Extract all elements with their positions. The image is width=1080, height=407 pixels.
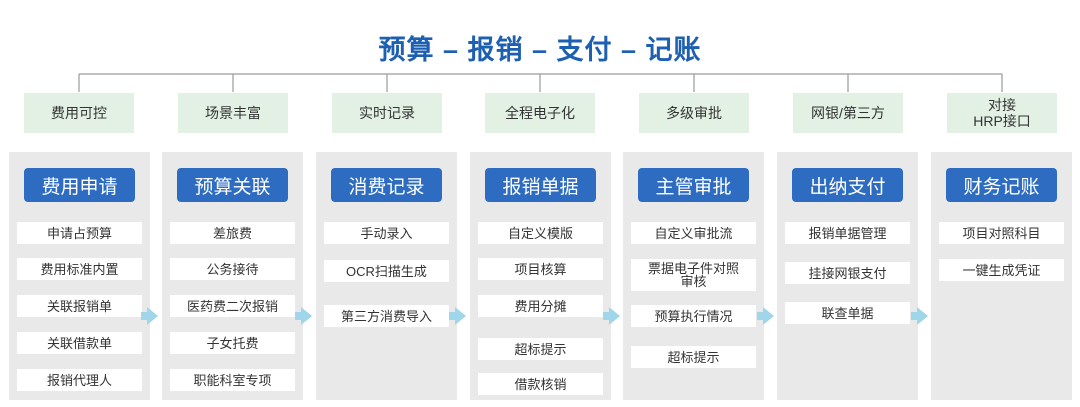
list-item: 报销单据管理 xyxy=(785,222,910,244)
feature-tag-fully-electronic: 全程电子化 xyxy=(485,93,595,133)
step-heading-reimbursement-docs: 报销单据 xyxy=(485,168,596,202)
list-item: 关联借款单 xyxy=(17,332,142,354)
list-item: 子女托费 xyxy=(170,332,295,354)
step-heading-consumption-record: 消费记录 xyxy=(331,168,442,202)
step-heading-budget-link: 预算关联 xyxy=(177,168,288,202)
list-item: 超标提示 xyxy=(631,346,756,368)
list-item: 申请占预算 xyxy=(17,222,142,244)
step-heading-manager-approval: 主管审批 xyxy=(638,168,749,202)
list-item: 第三方消费导入 xyxy=(324,305,449,327)
list-item: 项目对照科目 xyxy=(939,222,1064,244)
panel-financial-bookkeeping: 财务记账 项目对照科目 一键生成凭证 xyxy=(931,152,1072,400)
list-item: 自定义模版 xyxy=(478,222,603,244)
step-heading-cashier-payment: 出纳支付 xyxy=(792,168,903,202)
feature-tag-online-banking: 网银/第三方 xyxy=(793,93,903,133)
list-item: 费用标准内置 xyxy=(17,258,142,280)
list-item: 一键生成凭证 xyxy=(939,259,1064,281)
list-item: 自定义审批流 xyxy=(631,222,756,244)
flow-arrow-icon xyxy=(141,307,158,325)
panel-manager-approval: 主管审批 自定义审批流 票据电子件对照 审核 预算执行情况 超标提示 xyxy=(623,152,764,400)
list-item: 借款核销 xyxy=(478,373,603,395)
list-item: 手动录入 xyxy=(324,222,449,244)
feature-tag-hrp-interface: 对接 HRP接口 xyxy=(947,93,1057,133)
feature-tag-rich-scenarios: 场景丰富 xyxy=(178,93,288,133)
step-heading-expense-request: 费用申请 xyxy=(24,168,135,202)
feature-tag-multilevel-approval: 多级审批 xyxy=(639,93,749,133)
feature-tag-realtime-record: 实时记录 xyxy=(332,93,442,133)
list-item: 职能科室专项 xyxy=(170,369,295,391)
connector-lines xyxy=(78,73,1003,92)
list-item: 报销代理人 xyxy=(17,369,142,391)
flow-arrow-icon xyxy=(757,307,774,325)
list-item: OCR扫描生成 xyxy=(324,260,449,282)
step-heading-financial-bookkeeping: 财务记账 xyxy=(946,168,1057,202)
list-item: 费用分摊 xyxy=(478,295,603,317)
panel-reimbursement-docs: 报销单据 自定义模版 项目核算 费用分摊 超标提示 借款核销 xyxy=(470,152,611,400)
panel-cashier-payment: 出纳支付 报销单据管理 挂接网银支付 联查单据 xyxy=(777,152,918,400)
list-item: 预算执行情况 xyxy=(631,305,756,327)
list-item: 票据电子件对照 审核 xyxy=(631,259,756,291)
list-item: 挂接网银支付 xyxy=(785,262,910,284)
list-item: 超标提示 xyxy=(478,338,603,360)
list-item: 公务接待 xyxy=(170,258,295,280)
list-item: 差旅费 xyxy=(170,222,295,244)
flow-arrow-icon xyxy=(603,307,620,325)
flow-arrow-icon xyxy=(449,307,466,325)
feature-tag-expense-control: 费用可控 xyxy=(24,93,134,133)
list-item: 医药费二次报销 xyxy=(170,295,295,317)
list-item: 关联报销单 xyxy=(17,295,142,317)
flow-arrow-icon xyxy=(295,307,312,325)
panel-budget-link: 预算关联 差旅费 公务接待 医药费二次报销 子女托费 职能科室专项 xyxy=(162,152,303,400)
panel-expense-request: 费用申请 申请占预算 费用标准内置 关联报销单 关联借款单 报销代理人 xyxy=(9,152,150,400)
list-item: 联查单据 xyxy=(785,302,910,324)
flow-arrow-icon xyxy=(911,307,928,325)
diagram-title: 预算 – 报销 – 支付 – 记账 xyxy=(378,35,702,65)
list-item: 项目核算 xyxy=(478,258,603,280)
panel-consumption-record: 消费记录 手动录入 OCR扫描生成 第三方消费导入 xyxy=(316,152,457,400)
